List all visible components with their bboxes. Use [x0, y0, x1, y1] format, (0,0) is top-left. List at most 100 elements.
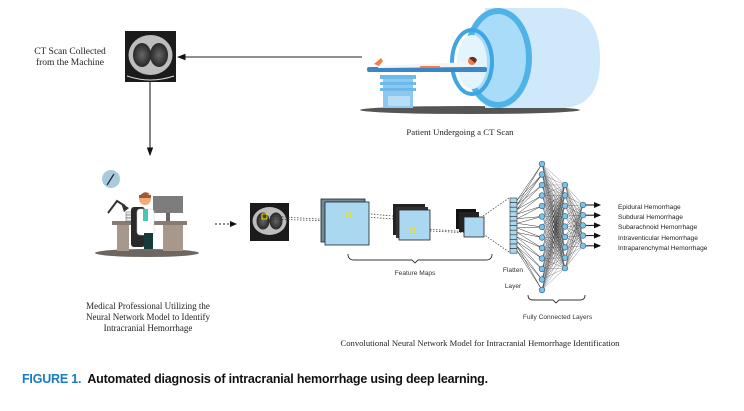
- professional-label-line3: Intracranial Hemorrhage: [103, 323, 193, 333]
- connection: [516, 223, 543, 228]
- figure-number: FIGURE 1.: [22, 372, 82, 386]
- connection: [541, 184, 566, 259]
- flatten-cell: [509, 211, 518, 217]
- connection: [564, 195, 584, 206]
- connection: [516, 195, 543, 215]
- connection: [564, 184, 584, 206]
- flatten-layer: [509, 197, 518, 254]
- neuron-layer-1: [538, 213, 546, 220]
- connection: [564, 204, 584, 248]
- connection: [541, 184, 566, 238]
- connection: [516, 174, 543, 206]
- connection: [564, 204, 584, 227]
- fc-connections: [516, 163, 601, 291]
- neuron-layer-3: [579, 242, 587, 249]
- connection: [541, 268, 566, 291]
- neuron-layer-2: [561, 244, 569, 251]
- connection: [541, 257, 566, 291]
- connection: [541, 184, 566, 228]
- flatten-cell: [509, 220, 518, 226]
- neuron-layer-1: [538, 192, 546, 199]
- connection: [541, 184, 566, 280]
- neuron-layer-2: [561, 223, 569, 230]
- fully-connected-layers-label: Fully Connected Layers: [522, 314, 593, 321]
- connection: [541, 205, 566, 291]
- flatten-layer-label: Flatten Layer: [496, 263, 530, 295]
- connection: [516, 184, 543, 206]
- output-class-label: Epidural Hemorrhage: [618, 204, 681, 211]
- connection: [516, 184, 543, 210]
- flatten-cell: [509, 239, 518, 245]
- connection: [516, 250, 543, 280]
- neuron-layer-1: [538, 286, 546, 294]
- connection: [516, 205, 543, 215]
- connection: [541, 184, 566, 217]
- connection: [541, 247, 566, 291]
- connection: [516, 250, 543, 291]
- connection: [516, 174, 543, 201]
- connection: [541, 226, 566, 291]
- neuron-layer-2: [561, 254, 569, 261]
- flatten-cell: [509, 216, 518, 222]
- connection: [541, 184, 566, 196]
- figure-caption: FIGURE 1.Automated diagnosis of intracra…: [22, 372, 488, 386]
- connection: [516, 246, 543, 270]
- ct-scan-label-line1: CT Scan Collected: [34, 47, 106, 57]
- connection: [541, 184, 566, 249]
- neuron-layer-1: [538, 234, 546, 241]
- feature-maps-label: Feature Maps: [394, 270, 436, 277]
- connection: [516, 236, 543, 259]
- neuron-layer-3: [579, 222, 587, 229]
- connection: [564, 204, 584, 258]
- connection: [516, 163, 543, 201]
- neuron-layer-3: [579, 212, 587, 219]
- ct-scan-image-icon: [125, 31, 176, 82]
- flatten-cell: [509, 234, 518, 240]
- connection: [516, 205, 543, 219]
- neuron-layer-2: [561, 202, 569, 209]
- neuron-layer-3: [579, 201, 587, 209]
- connection: [516, 232, 543, 238]
- neuron-layer-1: [538, 202, 546, 210]
- connection: [516, 236, 543, 249]
- flatten-label-line1: Flatten: [502, 267, 524, 274]
- neuron-layer-1: [538, 255, 546, 262]
- cnn-input-ct-image-icon: [250, 203, 289, 241]
- neuron-layer-2: [561, 181, 569, 189]
- feature-map-3: [456, 209, 485, 238]
- connection: [564, 204, 584, 238]
- connection: [516, 232, 543, 249]
- neuron-layer-2: [561, 265, 569, 272]
- flatten-cell: [509, 248, 518, 254]
- flatten-cell: [509, 197, 518, 203]
- connection: [564, 225, 584, 269]
- connection: [564, 204, 584, 217]
- doctor-at-desk-illustration-icon: [95, 170, 199, 257]
- cnn-model-label: Convolutional Neural Network Model for I…: [340, 338, 620, 348]
- connection: [516, 241, 543, 259]
- output-class-label: Intraparenchymal Hemorrhage: [618, 244, 708, 252]
- medical-professional-label: Medical Professional Utilizing the Neura…: [68, 301, 228, 334]
- neuron-layer-2: [561, 213, 569, 220]
- ct-scan-collected-label: CT Scan Collected from the Machine: [20, 47, 120, 69]
- feature-maps-brace: [347, 253, 493, 264]
- ct-scanner-illustration-icon: [360, 8, 600, 114]
- connection: [516, 227, 543, 238]
- connection: [541, 184, 566, 270]
- output-class-label: Intraventicular Hemorrhage: [618, 234, 698, 242]
- professional-label-line2: Neural Network Model to Identify: [86, 312, 210, 322]
- connection: [541, 216, 566, 291]
- connection: [516, 246, 543, 291]
- connection: [541, 174, 566, 186]
- flatten-cell: [509, 206, 518, 213]
- connection: [516, 226, 543, 229]
- connection: [564, 235, 584, 269]
- connection: [541, 236, 566, 291]
- connection: [516, 246, 543, 280]
- fc-neurons: [538, 160, 587, 294]
- neuron-layer-1: [538, 160, 546, 168]
- connection: [516, 241, 543, 270]
- neuron-layer-1: [538, 181, 546, 189]
